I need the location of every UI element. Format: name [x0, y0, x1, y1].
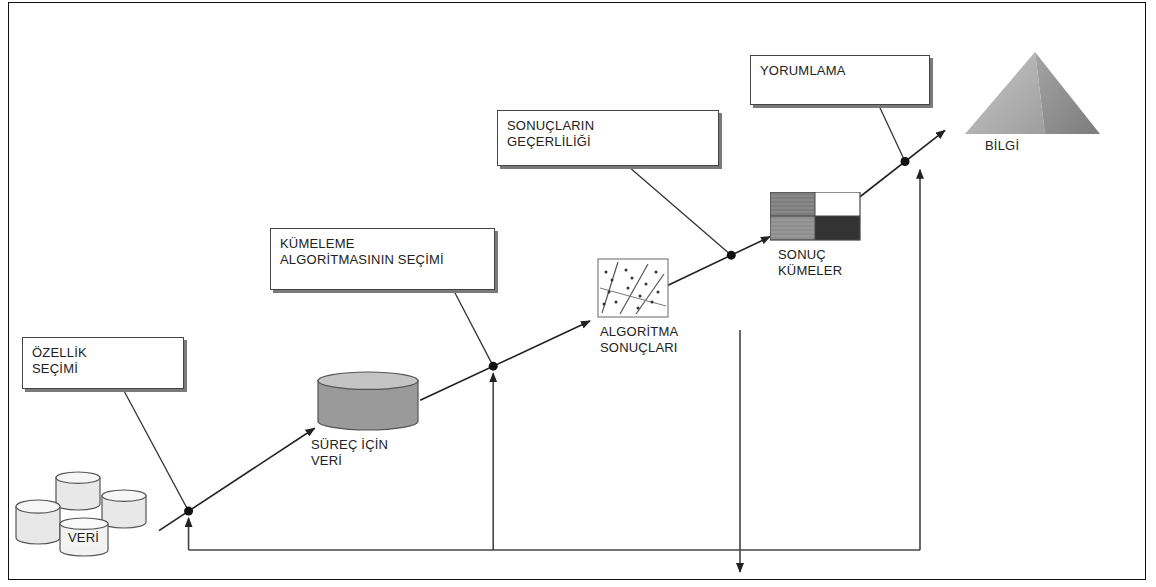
junction-dot — [489, 362, 498, 371]
flow-arrow — [860, 130, 945, 196]
icon-node: SONUÇ KÜMELER — [770, 192, 870, 287]
icon-node: ALGORİTMA SONUÇLARI — [590, 258, 700, 363]
icon-node: SÜREÇ İÇİN VERİ — [305, 370, 425, 482]
icon-label: ALGORİTMA SONUÇLARI — [600, 324, 698, 357]
feedback-arrow — [919, 170, 921, 550]
callout-box: YORUMLAMA — [750, 55, 930, 105]
leader-line — [880, 107, 905, 162]
callout-text: ÖZELLİK SEÇİMİ — [32, 345, 120, 378]
flow-arrow — [159, 428, 315, 530]
icon-node: BİLGİ — [940, 50, 1105, 160]
leader-line — [630, 168, 731, 255]
callout-box: KÜMELEME ALGORİTMASININ SEÇİMİ — [270, 228, 495, 290]
icon-label: SÜREÇ İÇİN VERİ — [311, 437, 395, 470]
flow-arrow — [420, 321, 590, 400]
feedback-arrow — [492, 373, 494, 550]
callout-box: SONUÇLARIN GEÇERLİLİĞİ — [497, 110, 719, 166]
callout-text: KÜMELEME ALGORİTMASININ SEÇİMİ — [280, 236, 470, 269]
icon-label: SONUÇ KÜMELER — [778, 247, 862, 280]
feedback-line — [189, 549, 920, 551]
icon-label: VERİ — [66, 530, 101, 546]
icon-node: VERİ — [14, 468, 159, 560]
feedback-arrow — [188, 518, 190, 550]
junction-dot — [901, 157, 910, 166]
feedback-arrow — [739, 330, 741, 572]
callout-box: ÖZELLİK SEÇİMİ — [22, 337, 184, 389]
icon-label: BİLGİ — [985, 138, 1019, 154]
leader-line — [455, 292, 494, 366]
junction-dot — [184, 507, 193, 516]
pyr-icon — [940, 50, 1105, 160]
junction-dot — [727, 251, 736, 260]
callout-text: YORUMLAMA — [760, 63, 920, 79]
callout-text: SONUÇLARIN GEÇERLİLİĞİ — [507, 118, 625, 151]
